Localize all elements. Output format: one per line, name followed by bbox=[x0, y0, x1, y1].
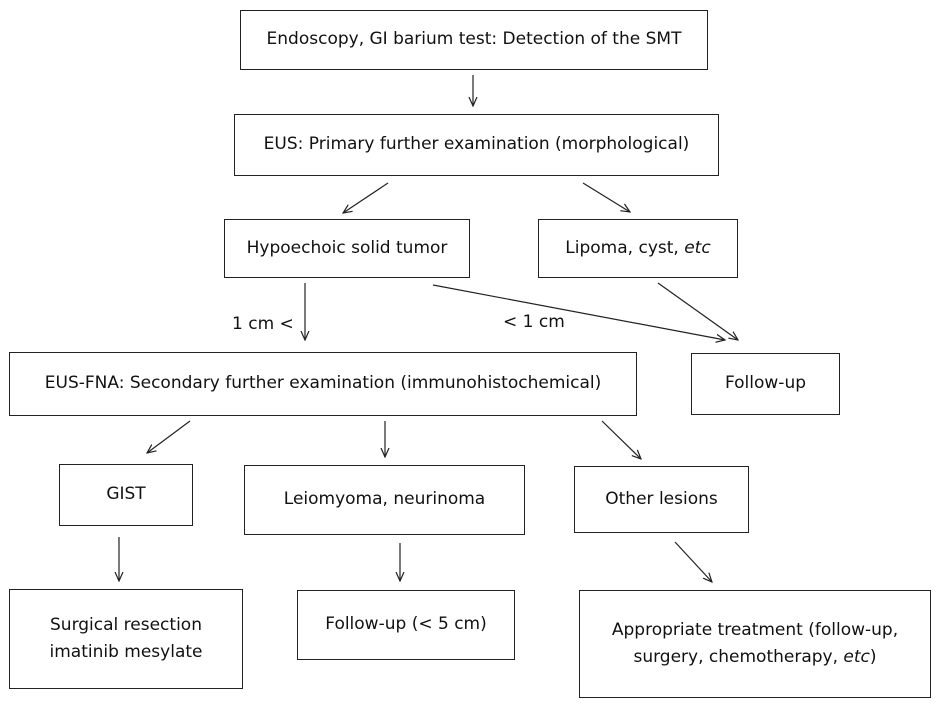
appropriate-text: Appropriate treatment (follow-up, surger… bbox=[612, 617, 898, 671]
surgical-box: Surgical resection imatinib mesylate bbox=[9, 589, 243, 689]
appropriate-line1: Appropriate treatment (follow-up, bbox=[611, 619, 899, 640]
followup-5cm-box: Follow-up (< 5 cm) bbox=[297, 590, 515, 660]
other-lesions-text: Other lesions bbox=[605, 488, 718, 509]
arrow-eus-to-hypoechoic bbox=[343, 182, 389, 213]
eus-primary-box: EUS: Primary further examination (morpho… bbox=[234, 114, 719, 176]
label-lt-1cm: < 1 cm bbox=[503, 312, 565, 332]
arrow-eusfna-to-gist bbox=[147, 420, 191, 453]
followup-5cm-text: Follow-up (< 5 cm) bbox=[325, 614, 487, 635]
lipoma-box: Lipoma, cyst, etc bbox=[538, 219, 738, 278]
arrow-other-to-appropriate bbox=[674, 541, 712, 582]
arrow-hypoechoic-to-followup bbox=[432, 284, 725, 340]
arrow-eus-to-lipoma bbox=[582, 182, 630, 212]
detection-text: Endoscopy, GI barium test: Detection of … bbox=[266, 29, 682, 50]
appropriate-treatment-box: Appropriate treatment (follow-up, surger… bbox=[579, 590, 931, 698]
gist-text: GIST bbox=[106, 484, 146, 505]
other-lesions-box: Other lesions bbox=[574, 466, 749, 533]
appropriate-line2: surgery, chemotherapy, etc) bbox=[633, 647, 877, 667]
leiomyoma-text: Leiomyoma, neurinoma bbox=[283, 489, 486, 510]
followup-right-box: Follow-up bbox=[691, 353, 840, 415]
arrow-eusfna-to-other bbox=[601, 420, 641, 459]
arrow-lipoma-to-followup bbox=[657, 282, 738, 340]
hypoechoic-text: Hypoechoic solid tumor bbox=[246, 237, 448, 258]
label-gt-1cm: 1 cm < bbox=[232, 314, 294, 334]
surgical-line1: Surgical resection bbox=[50, 614, 202, 635]
hypoechoic-box: Hypoechoic solid tumor bbox=[224, 219, 470, 278]
eus-fna-text: EUS-FNA: Secondary further examination (… bbox=[44, 373, 602, 394]
surgical-line2: imatinib mesylate bbox=[49, 642, 203, 662]
leiomyoma-box: Leiomyoma, neurinoma bbox=[244, 465, 525, 535]
detection-box: Endoscopy, GI barium test: Detection of … bbox=[240, 10, 708, 70]
followup-right-text: Follow-up bbox=[724, 373, 807, 394]
eus-primary-text: EUS: Primary further examination (morpho… bbox=[263, 134, 690, 155]
surgical-text: Surgical resection imatinib mesylate bbox=[50, 612, 203, 666]
gist-box: GIST bbox=[59, 464, 193, 526]
lipoma-text: Lipoma, cyst, etc bbox=[565, 237, 711, 258]
eus-fna-box: EUS-FNA: Secondary further examination (… bbox=[9, 352, 637, 416]
